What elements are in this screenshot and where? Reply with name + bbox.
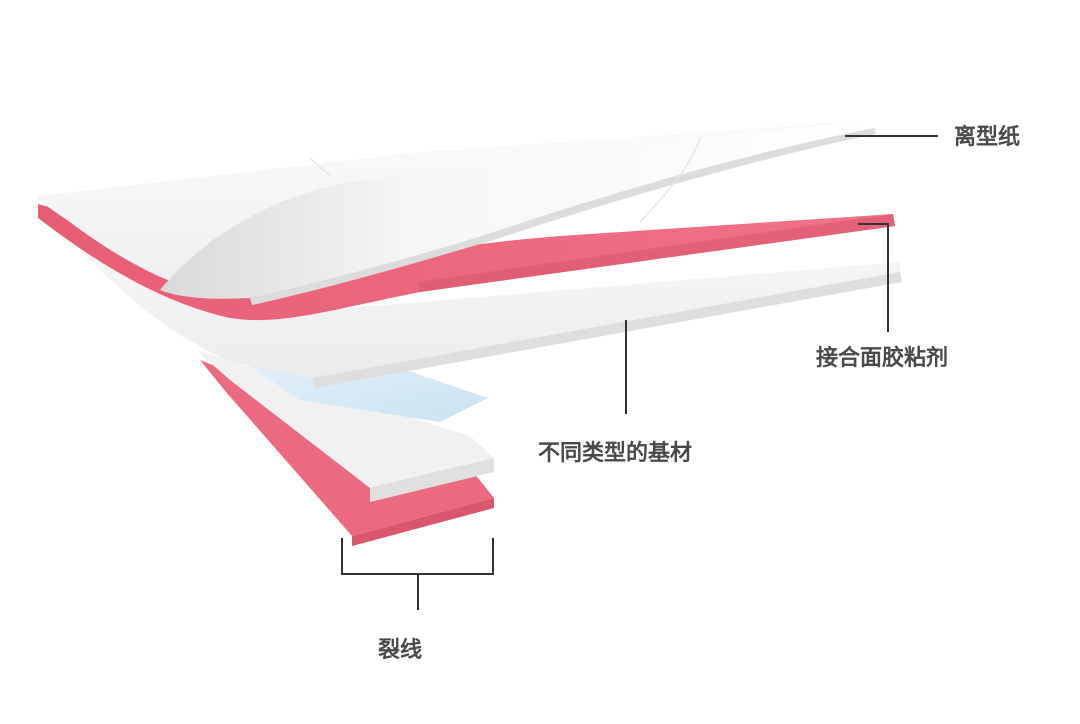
release-liner-label: 离型纸 [954,125,1021,150]
adhesive-leader [858,223,889,332]
adhesive-label: 接合面胶粘剂 [816,346,949,371]
bottom-substrate-strip [196,350,494,502]
slit-line-label: 裂线 [378,638,423,663]
release-liner-sheet [38,120,876,305]
slit-bracket [341,538,494,575]
leader-lines [341,135,938,610]
substrate-sheet [38,205,902,388]
substrate-label: 不同类型的基材 [538,441,693,466]
